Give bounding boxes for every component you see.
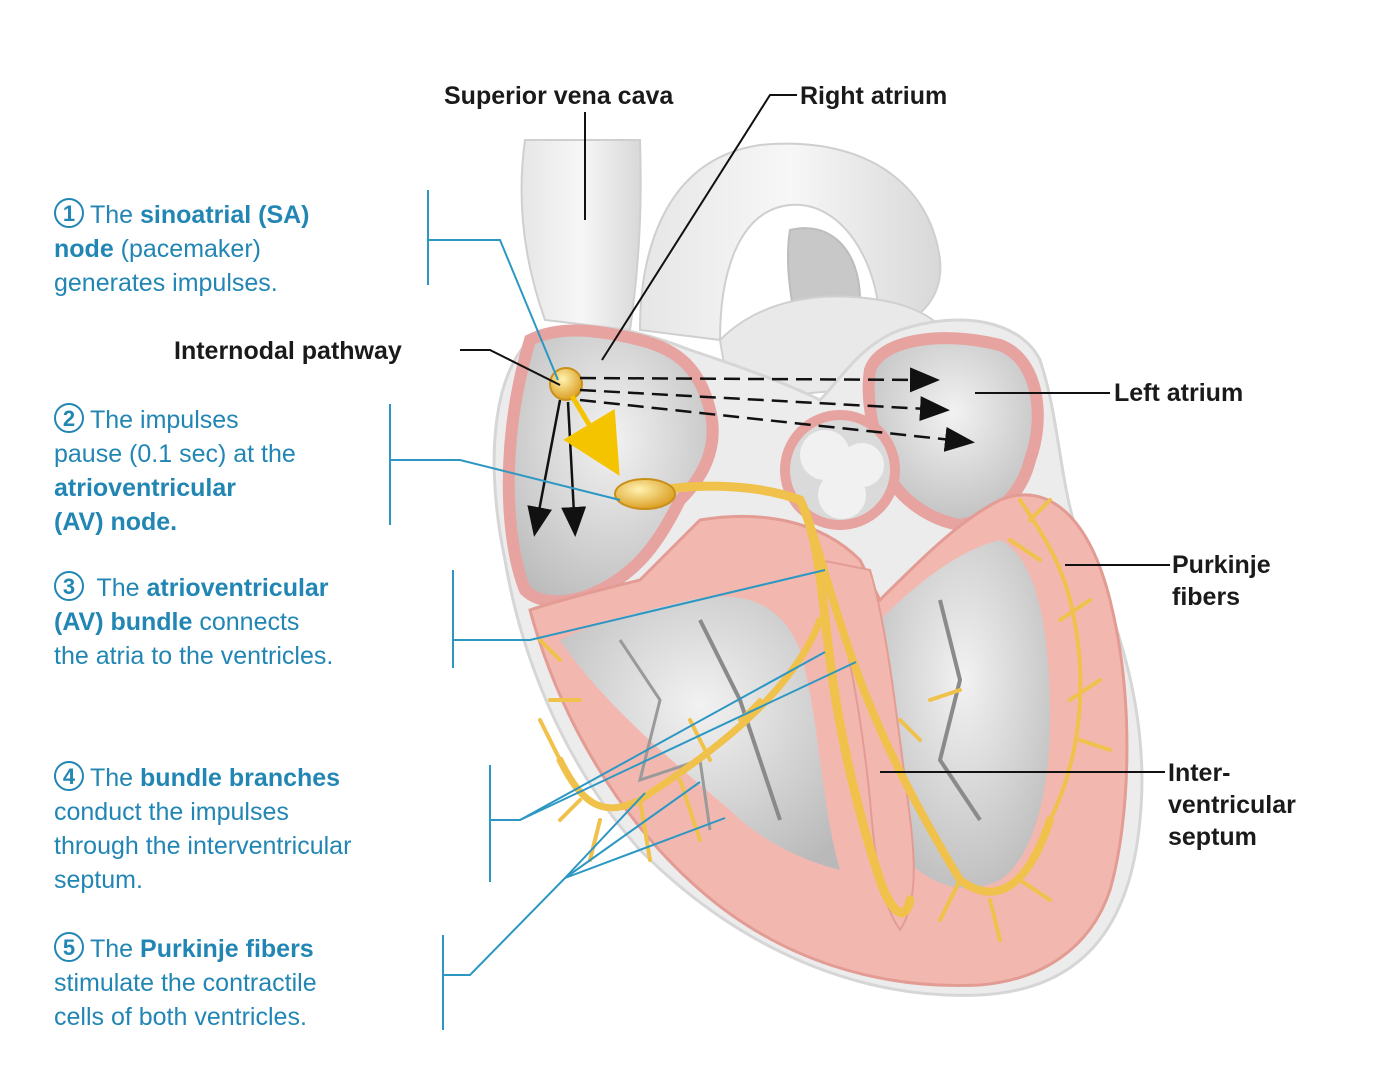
step-text: cells of both ventricles. <box>54 1003 307 1031</box>
superior-vena-cava <box>520 139 642 332</box>
step-text-bold: Purkinje fibers <box>140 935 314 963</box>
label-internodal-pathway: Internodal pathway <box>174 337 402 365</box>
step-text: stimulate the contractile <box>54 969 317 997</box>
impulse-arrow-icon <box>579 388 950 422</box>
label-left-atrium: Left atrium <box>1114 379 1244 407</box>
label-interventricular-septum-line: ventricular <box>1168 791 1296 819</box>
step-text: The <box>90 935 141 963</box>
step-text: septum. <box>54 866 143 894</box>
interventricular-septum <box>818 558 915 932</box>
step-text: The <box>90 574 147 602</box>
step-line: 3 The atrioventricular <box>54 571 333 605</box>
step-number-badge: 3 <box>54 571 84 601</box>
impulse-arrow-icon <box>563 394 620 476</box>
step-text-bold: (AV) bundle <box>54 608 193 636</box>
step-text-bold: atrioventricular <box>54 474 237 502</box>
label-superior-vena-cava: Superior vena cava <box>444 82 674 110</box>
label-interventricular-septum-line: septum <box>1168 823 1257 851</box>
step-text-bold: node <box>54 235 114 263</box>
label-interventricular-septum-line: Inter- <box>1168 759 1231 787</box>
step-line: cells of both ventricles. <box>54 1000 317 1034</box>
step-3-av-bundle: 3 The atrioventricular(AV) bundle connec… <box>54 571 333 673</box>
step-line: (AV) bundle connects <box>54 605 333 639</box>
impulse-arrows <box>527 367 975 537</box>
step-number-badge: 5 <box>54 932 84 962</box>
step-number-badge: 4 <box>54 761 84 791</box>
step-line: (AV) node. <box>54 505 296 539</box>
left-bundle-branch <box>796 496 1054 896</box>
step-text: conduct the impulses <box>54 798 289 826</box>
step-text-bold: (AV) node. <box>54 508 178 536</box>
label-purkinje-fibers-line: fibers <box>1172 583 1241 611</box>
purkinje-fibers <box>538 498 1112 942</box>
black-leader-lines <box>460 94 1170 773</box>
conduction-system <box>538 367 1112 942</box>
aortic-valve <box>780 410 900 530</box>
step-line: atrioventricular <box>54 471 296 505</box>
step-text: pause (0.1 sec) at the <box>54 440 296 468</box>
step-line: through the interventricular <box>54 829 351 863</box>
label-purkinje-fibers-line: Purkinje <box>1172 551 1271 579</box>
step-text: The impulses <box>90 406 239 434</box>
step-line: pause (0.1 sec) at the <box>54 437 296 471</box>
right-ventricle-chamber <box>560 596 840 870</box>
av-bundle <box>645 481 915 918</box>
right-bundle-branch <box>556 616 824 812</box>
step-line: conduct the impulses <box>54 795 351 829</box>
impulse-arrow-icon <box>579 367 940 393</box>
step-text: connects <box>192 608 300 636</box>
impulse-arrow-icon <box>579 398 975 452</box>
step-text-bold: atrioventricular <box>146 574 329 602</box>
step-line: generates impulses. <box>54 266 310 300</box>
step-line: septum. <box>54 863 351 897</box>
step-text: (pacemaker) <box>113 235 261 263</box>
step-text-bold: sinoatrial (SA) <box>140 201 310 229</box>
step-line: the atria to the ventricles. <box>54 639 333 673</box>
impulse-arrow-icon <box>527 399 562 537</box>
step-text: the atria to the ventricles. <box>54 642 334 670</box>
step-number-badge: 1 <box>54 198 84 228</box>
label-purkinje-fibers: Purkinje fibers <box>1172 549 1271 613</box>
step-number-badge: 2 <box>54 403 84 433</box>
step-text-bold: bundle branches <box>140 764 341 792</box>
step-line: stimulate the contractile <box>54 966 317 1000</box>
blue-leader-lines <box>389 190 857 1030</box>
label-interventricular-septum: Inter- ventricular septum <box>1168 757 1296 853</box>
av-node-icon <box>614 478 676 510</box>
step-text: generates impulses. <box>54 269 278 297</box>
label-right-atrium: Right atrium <box>800 82 948 110</box>
step-text: The <box>90 201 141 229</box>
sa-node-icon <box>549 367 583 401</box>
step-line: node (pacemaker) <box>54 232 310 266</box>
step-text: The <box>90 764 141 792</box>
step-text: through the interventricular <box>54 832 352 860</box>
